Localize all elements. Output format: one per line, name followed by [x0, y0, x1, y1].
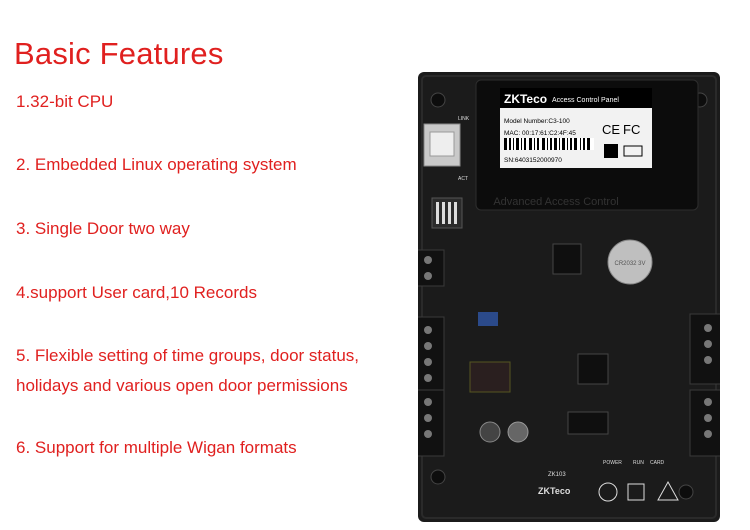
bottom-model: ZK103	[548, 472, 566, 478]
fc-mark: FC	[623, 122, 640, 137]
led-act-label: ACT	[458, 176, 468, 182]
label-sn: SN:6403152000970	[504, 157, 562, 164]
bottom-label-run: RUN	[633, 460, 644, 466]
cover-text: Advanced Access Control	[493, 196, 618, 208]
capacitor-2	[507, 421, 529, 443]
label-panel-title: Access Control Panel	[552, 97, 619, 104]
chip-2	[567, 411, 609, 435]
coin-battery	[607, 239, 653, 285]
feature-permissions: holidays and various open door permissio…	[16, 376, 348, 395]
feature-cpu: 1.32-bit CPU	[16, 92, 114, 111]
recycle-mark	[598, 482, 618, 502]
feature-wiegand: 6. Support for multiple Wigan formats	[16, 438, 297, 457]
feature-time-groups: 5. Flexible setting of time groups, door…	[16, 346, 360, 365]
capacitor-1	[479, 421, 501, 443]
rs485-terminal	[415, 249, 445, 287]
label-brand: ZKTeco	[504, 92, 547, 106]
weee-mark	[627, 483, 645, 501]
bottom-label-card: CARD	[650, 460, 665, 466]
right-terminal-upper	[689, 313, 723, 385]
controller-board-drawing: Advanced Access Control ZKTeco Access Co…	[411, 72, 723, 522]
blue-component	[478, 312, 498, 326]
page-title: Basic Features	[14, 36, 224, 71]
label-model: Model Number:C3-100	[504, 118, 570, 125]
feature-door: 3. Single Door two way	[16, 219, 190, 238]
relay	[469, 361, 511, 393]
feature-records: 4.support User card,10 Records	[16, 283, 257, 302]
chip-1	[552, 243, 582, 275]
warning-mark	[657, 480, 679, 501]
ce-mark: CE	[602, 122, 620, 137]
controller-board-image: Advanced Access Control ZKTeco Access Co…	[411, 72, 723, 522]
bottom-label-power: POWER	[603, 460, 622, 466]
led-link-label: LINK	[458, 116, 470, 122]
feature-os: 2. Embedded Linux operating system	[16, 155, 297, 174]
label-mac: MAC: 00:17:61:C2:4F:45	[504, 130, 576, 137]
bottom-brand: ZKTeco	[538, 486, 571, 496]
battery-text: CR2032 3V	[614, 261, 645, 267]
mcu-chip	[577, 353, 609, 385]
